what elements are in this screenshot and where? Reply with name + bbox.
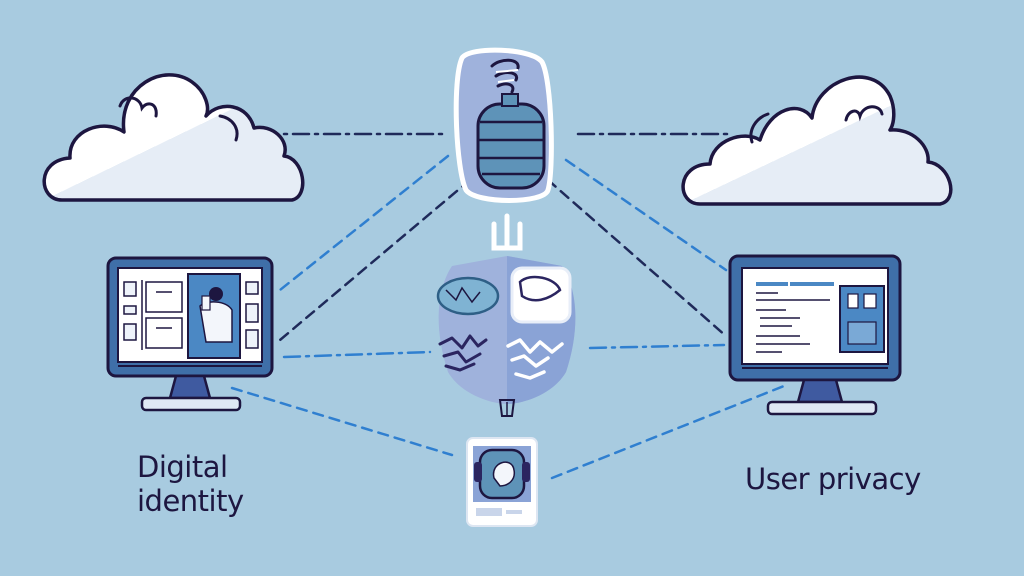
cloud-left-icon <box>42 73 305 202</box>
tablet-avatar-icon <box>466 437 538 527</box>
connector-device-monitor-right <box>550 384 786 480</box>
connector-monitor-left-shield <box>282 350 432 359</box>
label-digital-identity: Digital identity <box>137 450 244 518</box>
label-digital-identity-line2: identity <box>137 484 244 518</box>
connector-server-monitor-left-dark <box>278 178 472 342</box>
connector-monitor-left-device <box>230 386 454 457</box>
label-user-privacy: User privacy <box>745 462 921 496</box>
connector-server-monitor-right-dark <box>546 178 728 338</box>
connection-lines <box>230 132 786 480</box>
connector-shield-monitor-right <box>588 343 726 350</box>
connector-server-monitor-left-blue <box>278 154 450 292</box>
monitor-right-icon <box>728 254 902 416</box>
label-digital-identity-line1: Digital <box>137 450 228 484</box>
connector-server-monitor-right-blue <box>564 158 728 272</box>
server-canister-icon <box>453 47 554 203</box>
monitor-left-icon <box>106 256 274 412</box>
cloud-right-icon <box>681 75 953 206</box>
shield-cluster-icon <box>436 213 576 417</box>
